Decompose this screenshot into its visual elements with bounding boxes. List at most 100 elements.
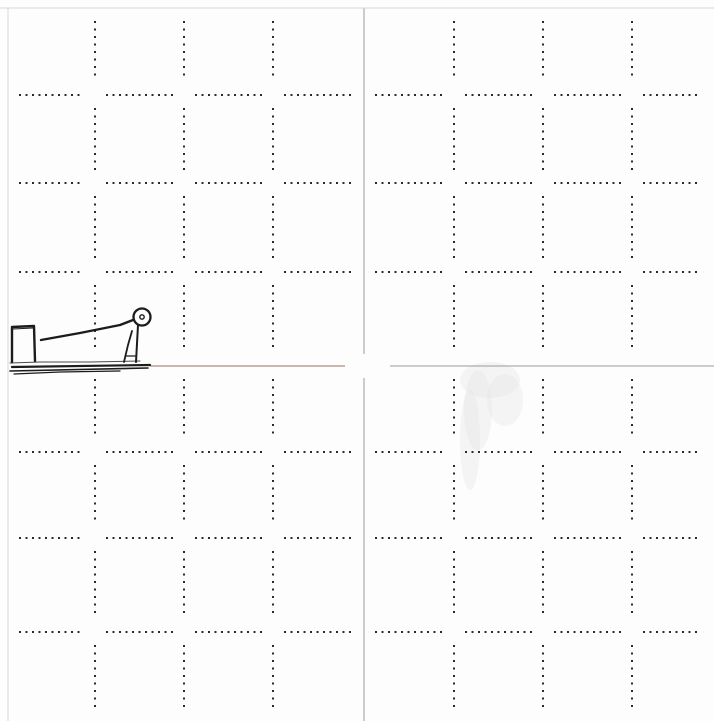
grid-dot-vertical (542, 153, 544, 155)
grid-dot-vertical (183, 168, 185, 170)
grid-dot-vertical (453, 108, 455, 110)
grid-dot-vertical (453, 123, 455, 125)
grid-dot-horizontal (152, 271, 154, 273)
grid-dot-horizontal (260, 182, 262, 184)
grid-dot-vertical (542, 338, 544, 340)
grid-dot-horizontal (304, 631, 306, 633)
grid-dot-vertical (453, 581, 455, 583)
grid-dot-horizontal (58, 451, 60, 453)
grid-dot-vertical (453, 611, 455, 613)
grid-dot-vertical (183, 432, 185, 434)
dotted-grid (19, 21, 697, 707)
grid-dot-horizontal (158, 537, 160, 539)
grid-dot-vertical (272, 256, 274, 258)
grid-dot-horizontal (247, 182, 249, 184)
grid-dot-horizontal (554, 182, 556, 184)
grid-dot-horizontal (574, 537, 576, 539)
grid-dot-vertical (94, 402, 96, 404)
grid-dot-horizontal (650, 537, 652, 539)
grid-dot-vertical (542, 503, 544, 505)
grid-dot-vertical (453, 503, 455, 505)
grid-dot-horizontal (126, 94, 128, 96)
grid-dot-vertical (542, 495, 544, 497)
grid-dot-vertical (453, 645, 455, 647)
grid-dot-horizontal (689, 271, 691, 273)
grid-dot-vertical (453, 256, 455, 258)
grid-dot-vertical (542, 138, 544, 140)
grid-dot-vertical (183, 204, 185, 206)
grid-dot-vertical (272, 59, 274, 61)
grid-dot-vertical (272, 36, 274, 38)
grid-dot-horizontal (421, 271, 423, 273)
grid-dot-horizontal (593, 182, 595, 184)
grid-dot-horizontal (517, 451, 519, 453)
grid-dot-horizontal (663, 631, 665, 633)
grid-dot-vertical (631, 503, 633, 505)
grid-dot-vertical (94, 683, 96, 685)
grid-dot-vertical (542, 330, 544, 332)
grid-dot-horizontal (504, 537, 506, 539)
grid-dot-vertical (272, 249, 274, 251)
grid-dot-horizontal (587, 94, 589, 96)
grid-dot-horizontal (613, 182, 615, 184)
grid-dot-horizontal (304, 94, 306, 96)
grid-dot-horizontal (132, 271, 134, 273)
grid-dot-vertical (631, 653, 633, 655)
grid-dot-horizontal (478, 631, 480, 633)
grid-dot-vertical (272, 21, 274, 23)
grid-dot-horizontal (260, 94, 262, 96)
grid-dot-vertical (631, 29, 633, 31)
grid-dot-horizontal (65, 537, 67, 539)
grid-dot-vertical (183, 387, 185, 389)
grid-dot-horizontal (58, 94, 60, 96)
grid-dot-vertical (453, 417, 455, 419)
grid-dot-vertical (94, 256, 96, 258)
grid-dot-vertical (94, 315, 96, 317)
grid-dot-vertical (542, 683, 544, 685)
grid-dot-horizontal (388, 537, 390, 539)
grid-dot-horizontal (52, 537, 54, 539)
grid-dot-horizontal (297, 94, 299, 96)
grid-dot-horizontal (613, 631, 615, 633)
grid-dot-vertical (453, 551, 455, 553)
grid-dot-horizontal (580, 182, 582, 184)
grid-dot-horizontal (498, 94, 500, 96)
grid-dot-vertical (453, 226, 455, 228)
grid-dot-vertical (94, 417, 96, 419)
grid-dot-vertical (272, 645, 274, 647)
grid-dot-vertical (272, 660, 274, 662)
grid-dot-vertical (183, 219, 185, 221)
grid-dot-horizontal (254, 271, 256, 273)
grid-dot-horizontal (52, 631, 54, 633)
grid-dot-horizontal (465, 182, 467, 184)
grid-dot-vertical (272, 323, 274, 325)
grid-dot-horizontal (152, 182, 154, 184)
grid-dot-horizontal (26, 631, 28, 633)
grid-dot-vertical (631, 249, 633, 251)
grid-dot-horizontal (408, 537, 410, 539)
grid-dot-horizontal (504, 271, 506, 273)
grid-dot-horizontal (202, 537, 204, 539)
grid-dot-vertical (183, 345, 185, 347)
grid-dot-horizontal (291, 271, 293, 273)
grid-dot-vertical (272, 480, 274, 482)
grid-dot-horizontal (19, 271, 21, 273)
grid-dot-horizontal (39, 182, 41, 184)
grid-dot-vertical (542, 473, 544, 475)
grid-dot-vertical (631, 196, 633, 198)
grid-dot-vertical (94, 59, 96, 61)
grid-dot-vertical (94, 146, 96, 148)
grid-dot-horizontal (427, 94, 429, 96)
grid-dot-vertical (453, 690, 455, 692)
grid-dot-vertical (272, 234, 274, 236)
grid-dot-horizontal (152, 451, 154, 453)
grid-dot-vertical (453, 249, 455, 251)
grid-dot-vertical (453, 465, 455, 467)
grid-dot-horizontal (485, 631, 487, 633)
grid-dot-horizontal (530, 631, 532, 633)
grid-dot-horizontal (395, 94, 397, 96)
grid-dot-vertical (183, 495, 185, 497)
grid-dot-vertical (631, 345, 633, 347)
grid-dot-horizontal (260, 271, 262, 273)
grid-dot-vertical (631, 131, 633, 133)
